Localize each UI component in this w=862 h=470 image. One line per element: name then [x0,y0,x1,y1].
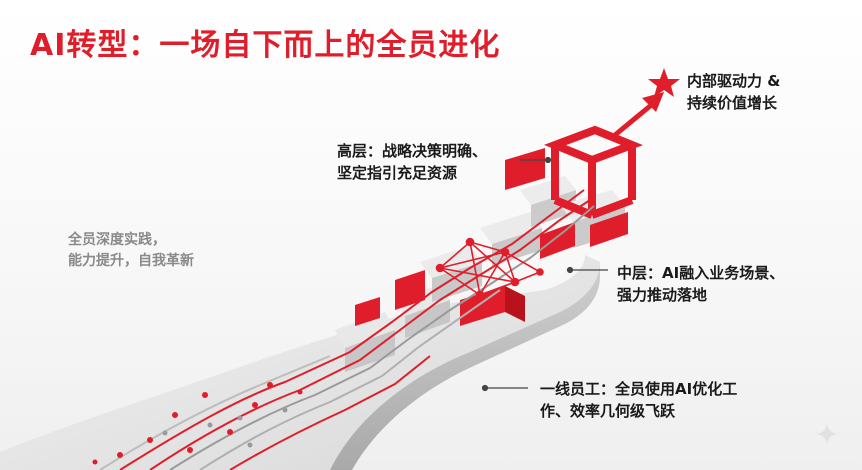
sparkle-icon [816,423,838,445]
red-stair-accents [355,148,628,326]
circuit-dots [92,382,303,465]
label-upper-line-1: 高层：战略决策明确、 [337,142,488,160]
leader-lines [481,156,608,392]
star-icon [648,68,680,97]
label-middle: 中层：AI融入业务场景、 强力推动落地 [617,262,784,306]
label-middle-line-1: 中层：AI融入业务场景、 [617,264,785,282]
label-lower: 一线员工：全员使用AI优化工 作、效率几何级飞跃 [540,378,737,422]
road-side [330,262,600,470]
label-lower-line-2: 作、效率几何级飞跃 [540,402,676,420]
page-title: AI转型：一场自下而上的全员进化 [30,28,501,63]
label-top-right-line-2: 持续价值增长 [687,94,778,112]
label-left-line-1: 全员深度实践， [68,232,166,248]
label-top-right-line-1: 内部驱动力 & [687,72,781,90]
label-middle-line-2: 强力推动落地 [617,286,708,304]
label-upper-line-2: 坚定指引充足资源 [337,164,458,182]
label-left-line-2: 能力提升，自我革新 [68,253,194,269]
label-lower-line-1: 一线员工：全员使用AI优化工 [540,380,738,398]
network-node-icon [435,237,544,300]
circuit-lines [99,189,595,470]
label-left: 全员深度实践， 能力提升，自我革新 [68,230,194,272]
arrow-icon [613,92,664,137]
label-upper: 高层：战略决策明确、 坚定指引充足资源 [337,140,487,184]
label-top-right: 内部驱动力 & 持续价值增长 [687,70,780,114]
cube-frame [543,125,644,219]
road-surface [0,255,600,470]
